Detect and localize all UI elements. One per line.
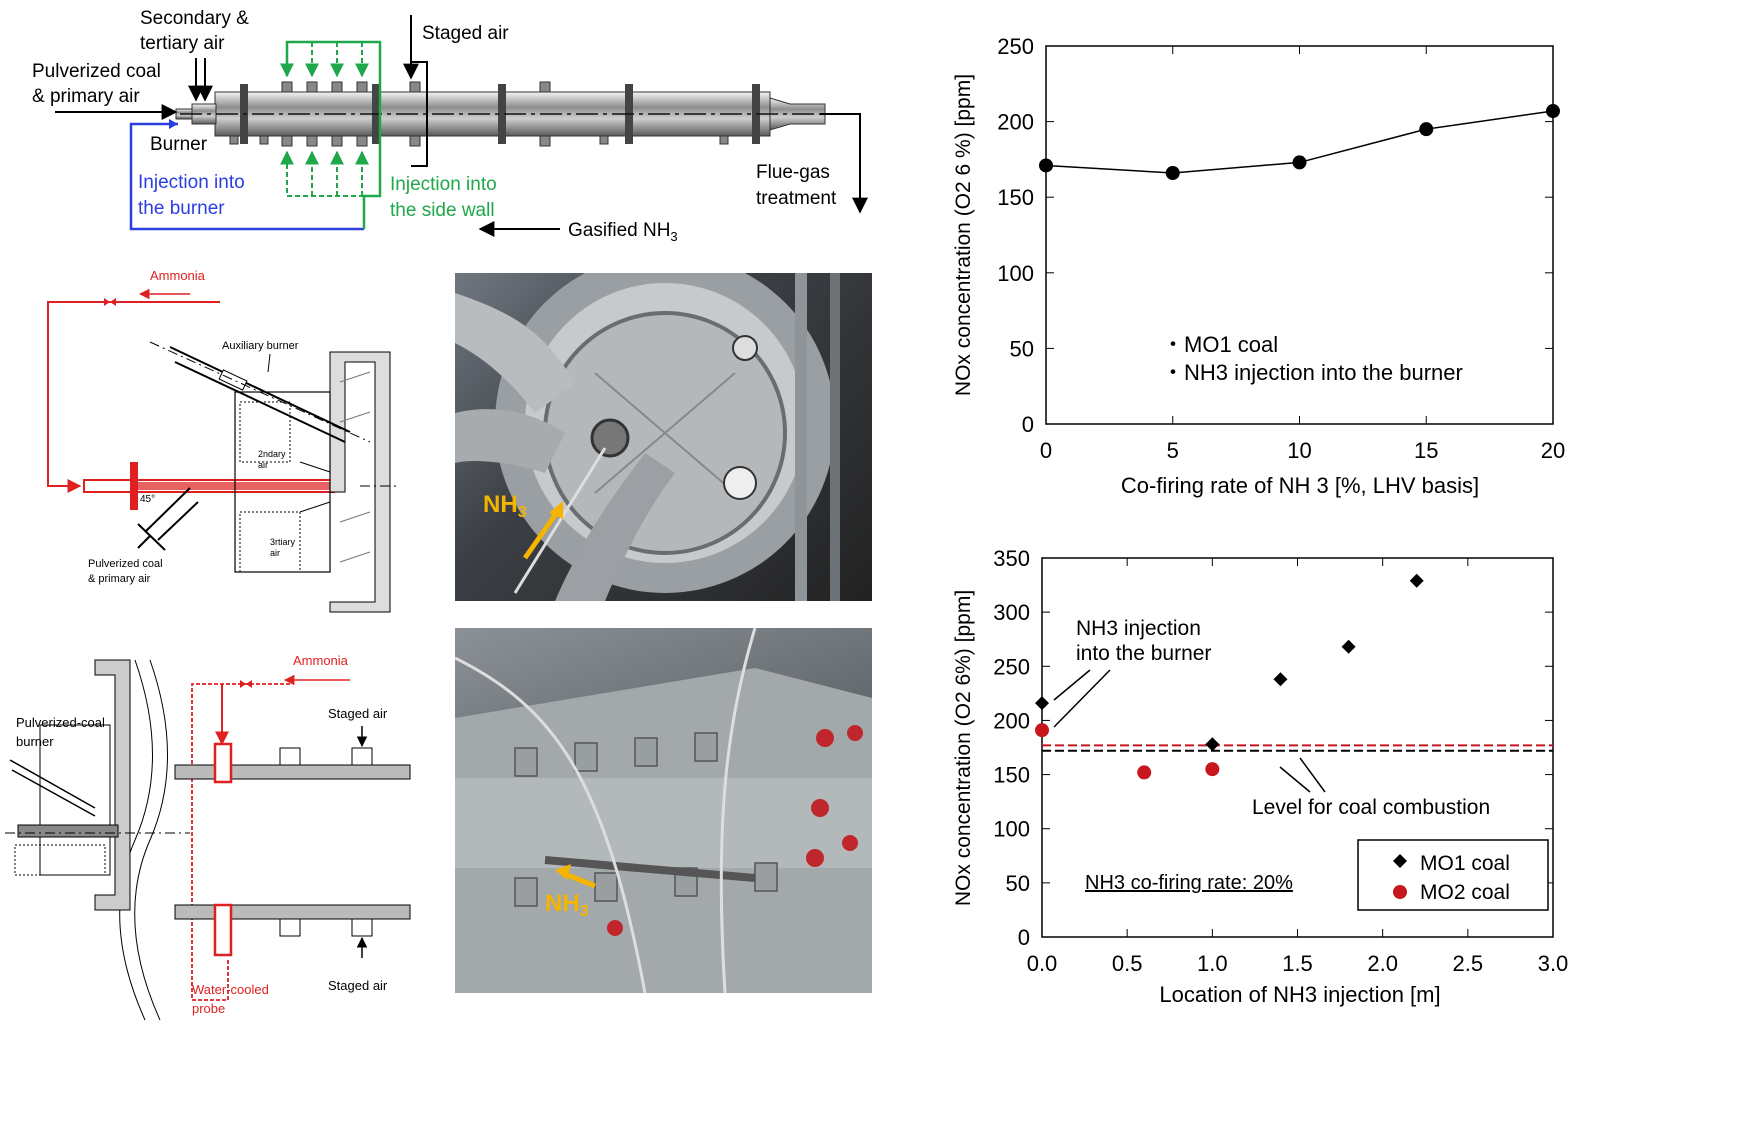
chart2-x-tick-label: 2.0	[1367, 951, 1398, 976]
chart1-x-tick-label: 15	[1414, 438, 1438, 463]
chart2-y-tick-label: 0	[1018, 925, 1030, 950]
chart1-x-tick-label: 5	[1167, 438, 1179, 463]
chart2-x-tick-label: 1.0	[1197, 951, 1228, 976]
chart2-point-mo2	[1035, 723, 1049, 738]
ammonia-label-1: Ammonia	[150, 268, 206, 283]
chart2-x-tick-label: 0.0	[1027, 951, 1058, 976]
chart1-y-tick-label: 200	[997, 110, 1034, 135]
chart2-annotation-rate: NH3 co-firing rate: 20%	[1085, 872, 1293, 894]
chart2-y-tick-label: 50	[1006, 871, 1030, 896]
legend-mo2-label: MO2 coal	[1420, 881, 1510, 904]
chart2-x-tick-label: 3.0	[1538, 951, 1569, 976]
chart1-x-tick-label: 0	[1040, 438, 1052, 463]
staged-air-label: Staged air	[422, 23, 509, 44]
chart2-y-tick-label: 300	[993, 600, 1030, 625]
nh3-arrow-bottom	[555, 864, 596, 889]
chart2-point-mo2	[1205, 762, 1220, 777]
staged-air-bottom-label: Staged air	[328, 978, 388, 993]
pulverized-coal-label: Pulverized coal& primary air	[32, 61, 161, 107]
chart2-y-tick-label: 100	[993, 817, 1030, 842]
staged-air-top-label: Staged air	[328, 706, 388, 721]
chart2-point-mo2	[1137, 765, 1152, 780]
chart2-point-mo1	[1409, 573, 1424, 588]
legend-mo1-marker	[1393, 854, 1407, 868]
chart2-annotation-level: Level for coal combustion	[1252, 796, 1490, 819]
legend-mo2-marker	[1393, 885, 1407, 899]
chart1-y-tick-label: 50	[1010, 336, 1034, 361]
angle-label: 45°	[140, 494, 155, 505]
chart1-x-tick-label: 10	[1287, 438, 1311, 463]
chart2-x-tick-label: 2.5	[1453, 951, 1484, 976]
gasified-nh3-label: Gasified NH3	[568, 220, 678, 244]
chart2-y-tick-label: 200	[993, 708, 1030, 733]
chart1-data-point	[1419, 122, 1434, 137]
chart2-point-mo1	[1205, 737, 1220, 752]
burner-label: Burner	[150, 134, 208, 155]
nh3-arrow-top	[522, 501, 563, 560]
chart2-y-label: NOx concentration (O2 6%) [ppm]	[952, 590, 975, 906]
chart2-x-tick-label: 1.5	[1282, 951, 1313, 976]
secondary-tertiary-air-label: Secondary &tertiary air	[140, 8, 249, 54]
pulverized-coal-inlet-label: Pulverized coal& primary air	[88, 558, 163, 585]
chart2-y-tick-label: 250	[993, 654, 1030, 679]
chart2-point-mo1	[1273, 672, 1288, 687]
chart1-x-tick-label: 20	[1541, 438, 1565, 463]
chart2-legend: MO1 coal MO2 coal	[1357, 839, 1549, 911]
ammonia-label-2: Ammonia	[293, 653, 349, 668]
chart1-y-tick-label: 100	[997, 261, 1034, 286]
nh3-photo-label-bottom: NH3	[545, 890, 589, 920]
chart2-x-tick-label: 0.5	[1112, 951, 1143, 976]
chart2-y-tick-label: 350	[993, 546, 1030, 571]
chart-injection-location: 0.0 0.5 1.0 1.5 2.0 2.5 3.0 0 50 100 150 200 250 300…	[952, 546, 1569, 1007]
chart1-data-point	[1546, 104, 1560, 119]
chart1-data-point	[1292, 155, 1307, 170]
furnace-schematic: Secondary &tertiary air Pulverized coal&…	[32, 8, 868, 244]
chart2-point-mo1	[1341, 639, 1356, 654]
legend-mo1-label: MO1 coal	[1420, 852, 1510, 875]
auxiliary-burner-label: Auxiliary burner	[222, 340, 299, 352]
chart1-y-tick-label: 250	[997, 34, 1034, 59]
chart2-y-tick-label: 150	[993, 763, 1030, 788]
chart1-y-tick-label: 0	[1022, 412, 1034, 437]
furnace-photo: NH3	[455, 628, 872, 993]
chart1-annotation-coal: ・MO1 coal	[1162, 332, 1278, 357]
nh3-photo-label-top: NH3	[483, 491, 527, 521]
burner-photo: NH3	[455, 273, 872, 601]
chart1-data-point	[1039, 158, 1053, 173]
chart1-x-label: Co-firing rate of NH 3 [%, LHV basis]	[1121, 473, 1479, 498]
furnace-longitudinal: Ammonia Staged air Staged air Water-cool…	[5, 653, 411, 1021]
chart1-data-point	[1165, 166, 1180, 181]
chart1-annotation-injection: ・NH3 injection into the burner	[1162, 360, 1463, 385]
chart1-y-tick-label: 150	[997, 185, 1034, 210]
chart-cofiring-rate: 0 5 10 15 20 0 50 100 150 200 250 Co-firing rate …	[952, 34, 1565, 498]
chart2-x-label: Location of NH3 injection [m]	[1159, 982, 1440, 1007]
chart1-y-label: NOx concentration (O2 6 %) [ppm]	[952, 74, 975, 396]
chart2-point-mo1	[1035, 696, 1049, 711]
